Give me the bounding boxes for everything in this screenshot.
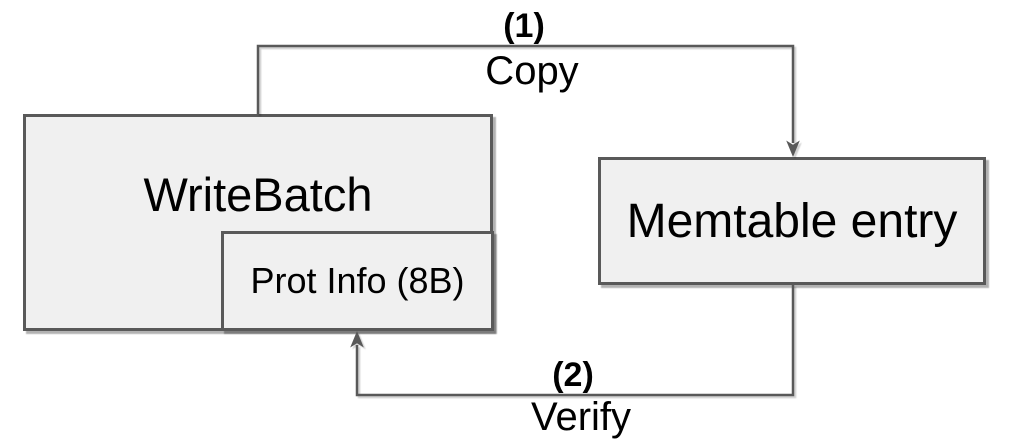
verify-step-number: (2) <box>552 356 594 394</box>
arrowhead-down-icon <box>786 140 800 157</box>
copy-step-number: (1) <box>503 7 545 45</box>
arrowhead-up-icon <box>350 331 364 348</box>
memtable-entry-label: Memtable entry <box>626 194 958 248</box>
memtable-entry-node: Memtable entry <box>598 157 986 285</box>
prot-info-label: Prot Info (8B) <box>250 260 465 301</box>
write-batch-label: WriteBatch <box>143 168 373 221</box>
prot-info-node: Prot Info (8B) <box>221 231 494 331</box>
copy-edge-label: Copy <box>485 49 579 93</box>
verify-edge-label: Verify <box>530 395 632 439</box>
